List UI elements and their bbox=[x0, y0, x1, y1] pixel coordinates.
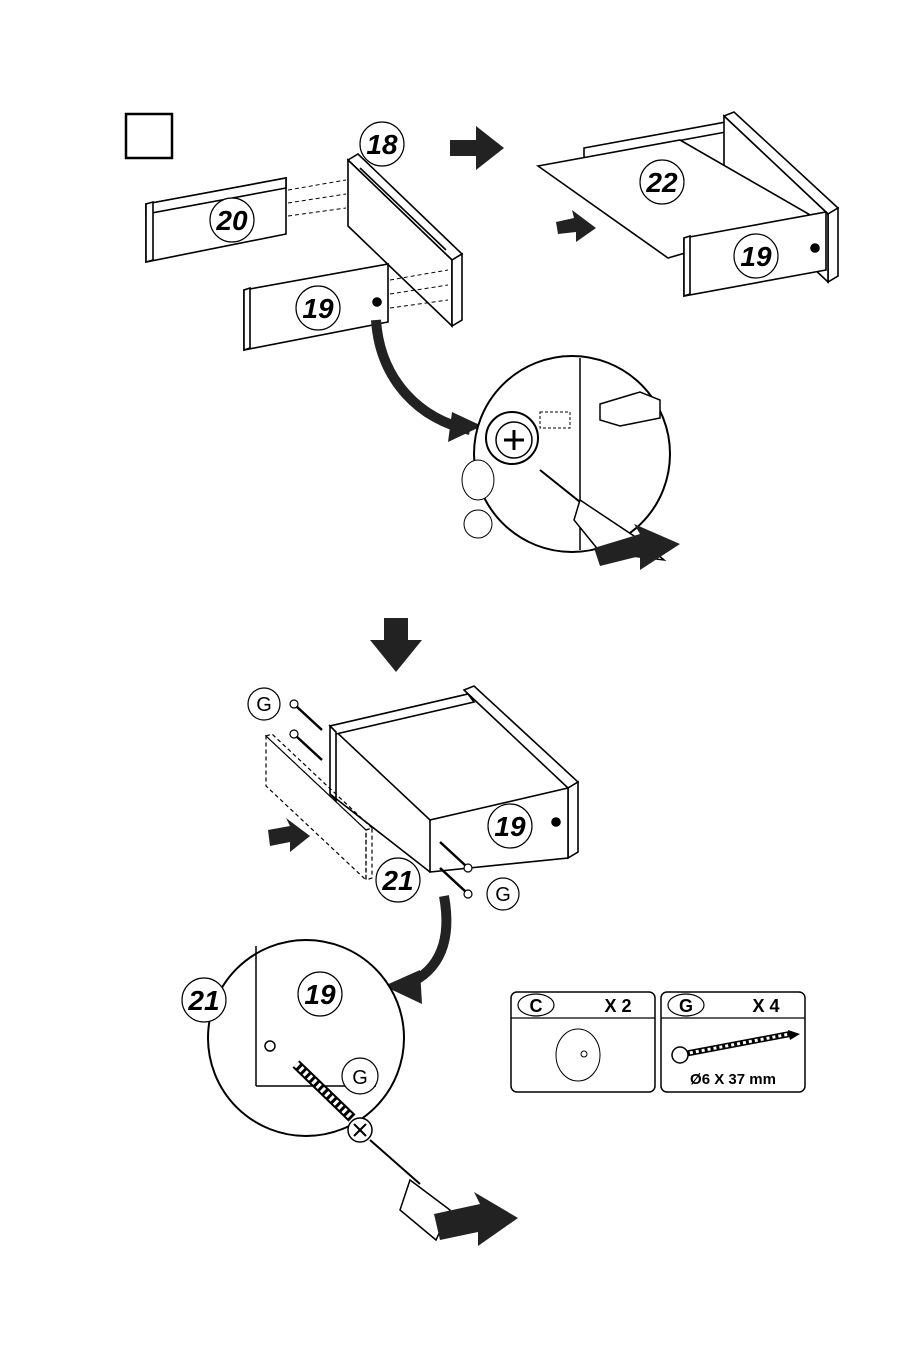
part-label-18: 18 bbox=[366, 129, 398, 160]
ref-g-3: G bbox=[342, 1058, 378, 1094]
label-19-b: 19 bbox=[734, 234, 778, 278]
part-label-20: 20 bbox=[215, 205, 248, 236]
label-19-c: 19 bbox=[488, 804, 532, 848]
svg-text:G: G bbox=[679, 996, 693, 1016]
drawer-c bbox=[330, 686, 578, 872]
svg-text:X 4: X 4 bbox=[752, 996, 779, 1016]
down-arrow-icon bbox=[370, 618, 422, 672]
label-22: 22 bbox=[640, 160, 684, 204]
part-label-19-b: 19 bbox=[740, 241, 772, 272]
label-19-d: 19 bbox=[298, 972, 342, 1016]
push-arrow-icon-4 bbox=[434, 1192, 518, 1246]
step-number-box bbox=[126, 114, 172, 158]
drawer-b bbox=[538, 112, 838, 296]
part-label-21-d: 21 bbox=[187, 985, 219, 1016]
svg-text:G: G bbox=[495, 884, 511, 906]
part-label-22: 22 bbox=[645, 167, 678, 198]
part-label-21-c: 21 bbox=[381, 865, 413, 896]
push-arrow-icon bbox=[556, 210, 596, 242]
label-21-c: 21 bbox=[376, 858, 420, 902]
label-20: 20 bbox=[210, 198, 254, 242]
label-19-a: 19 bbox=[296, 286, 340, 330]
ref-g-2: G bbox=[487, 878, 519, 910]
label-18: 18 bbox=[360, 122, 404, 166]
svg-text:C: C bbox=[530, 996, 543, 1016]
part-label-19-d: 19 bbox=[304, 979, 336, 1010]
svg-text:G: G bbox=[256, 694, 272, 716]
ref-g-1: G bbox=[248, 688, 280, 720]
curved-arrow-icon-2 bbox=[408, 896, 446, 984]
part-label-19-c: 19 bbox=[494, 811, 526, 842]
screw-size-label: Ø6 X 37 mm bbox=[690, 1071, 776, 1088]
svg-text:G: G bbox=[352, 1067, 368, 1089]
right-arrow-icon bbox=[450, 126, 504, 170]
curved-arrow-icon bbox=[376, 320, 470, 430]
svg-text:X 2: X 2 bbox=[604, 996, 631, 1016]
push-arrow-icon-3 bbox=[268, 818, 310, 852]
part-label-19-a: 19 bbox=[302, 293, 334, 324]
label-21-d: 21 bbox=[182, 978, 226, 1022]
